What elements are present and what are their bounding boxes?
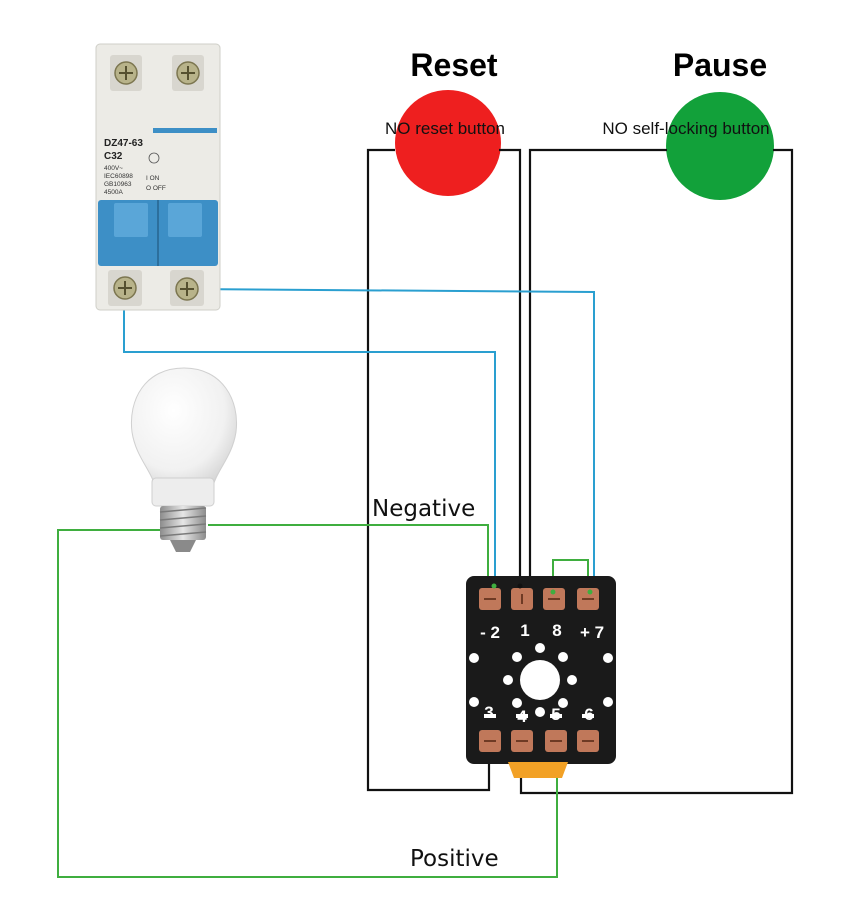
- pause-button-label: NO self-locking button: [602, 119, 769, 138]
- reset-button-group: Reset NO reset button: [385, 47, 505, 196]
- pin-label-3: 3: [484, 703, 493, 722]
- wire-breaker-left-to-pin2: [123, 288, 496, 586]
- pause-button-group: Pause NO self-locking button: [602, 47, 774, 200]
- relay-terminals-bottom: [479, 730, 599, 752]
- wire-bulb-negative: [208, 524, 489, 590]
- relay-terminals-top: [479, 588, 599, 610]
- breaker-model: DZ47-63: [104, 138, 143, 149]
- reset-title: Reset: [410, 47, 498, 83]
- pin-label-1: 1: [520, 621, 529, 640]
- breaker-on-mark: I ON: [146, 175, 160, 182]
- wire-terminal-dots: [491, 583, 593, 595]
- breaker-rating: C32: [104, 151, 123, 162]
- black-wires: [366, 148, 794, 795]
- blue-wires: [123, 288, 595, 586]
- breaker-standard-1: IEC60898: [104, 173, 133, 180]
- positive-label: Positive: [410, 846, 499, 872]
- pin-label-4: 4: [517, 707, 527, 726]
- wire-reset-to-pin3: [366, 148, 491, 792]
- pause-button-icon: [666, 92, 774, 200]
- pin-label-5: 5: [551, 705, 560, 724]
- reset-button-icon: [395, 90, 501, 196]
- light-bulb-icon: [130, 367, 238, 552]
- pause-title: Pause: [673, 47, 767, 83]
- pin-label-7: + 7: [580, 623, 604, 642]
- pin-label-8: 8: [552, 621, 561, 640]
- wire-pause-to-pin8: [528, 148, 667, 586]
- relay-socket-icon: - 2 1 8 + 7 3 4 5 6: [466, 576, 616, 778]
- wire-pause-to-pin4: [519, 148, 794, 795]
- wire-reset-to-pin1: [499, 148, 522, 586]
- pin-label-2: - 2: [480, 623, 500, 642]
- negative-label: Negative: [372, 496, 475, 522]
- breaker-capacity: 4500A: [104, 189, 123, 196]
- pin-label-6: 6: [584, 705, 593, 724]
- circuit-breaker-icon: DZ47-63 C32 400V~ IEC60898 GB10963 4500A…: [95, 43, 221, 311]
- breaker-voltage: 400V~: [104, 165, 123, 172]
- breaker-off-mark: O OFF: [146, 185, 166, 192]
- breaker-standard-2: GB10963: [104, 181, 132, 188]
- wire-bulb-positive: [57, 529, 558, 878]
- reset-button-label: NO reset button: [385, 119, 505, 138]
- wire-breaker-right-to-pin7: [185, 288, 595, 586]
